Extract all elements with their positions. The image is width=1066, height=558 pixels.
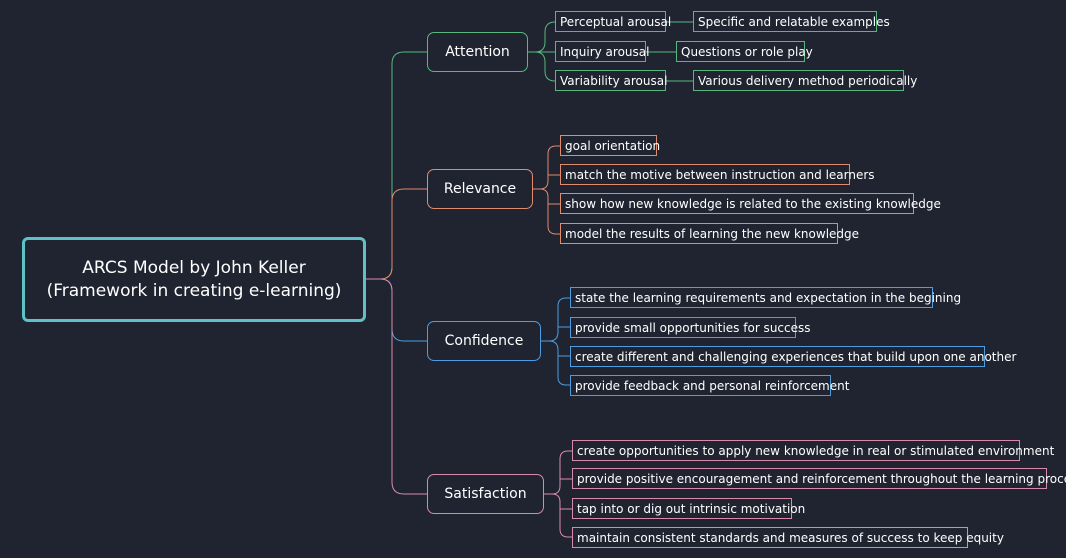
branch-satisfaction-label: Satisfaction (444, 486, 527, 502)
connector-relevance-items (533, 145, 560, 235)
root-topic[interactable]: ARCS Model by John Keller (Framework in … (22, 237, 366, 322)
attention-detail-inquiry[interactable]: Questions or role play (676, 41, 813, 62)
confidence-item[interactable]: provide feedback and personal reinforcem… (570, 375, 849, 396)
attention-item-label: Perceptual arousal (560, 14, 672, 29)
relevance-item[interactable]: goal orientation (560, 135, 661, 156)
connector-root-satisfaction (366, 278, 427, 495)
confidence-item-label: state the learning requirements and expe… (575, 290, 962, 305)
satisfaction-item-label: tap into or dig out intrinsic motivation (577, 501, 806, 516)
attention-detail-perceptual[interactable]: Specific and relatable examples (693, 11, 890, 32)
satisfaction-item-label: maintain consistent standards and measur… (577, 530, 1004, 545)
confidence-item[interactable]: state the learning requirements and expe… (570, 287, 961, 308)
relevance-item[interactable]: match the motive between instruction and… (560, 164, 875, 185)
branch-relevance[interactable]: Relevance (427, 169, 533, 209)
confidence-item[interactable]: provide small opportunities for success (570, 317, 811, 338)
relevance-item-label: goal orientation (565, 138, 661, 153)
connector-confidence-items (541, 297, 570, 386)
confidence-item-label: provide feedback and personal reinforcem… (575, 378, 850, 393)
relevance-item[interactable]: show how new knowledge is related to the… (560, 193, 941, 214)
root-title: ARCS Model by John Keller (82, 257, 306, 278)
attention-detail-variability[interactable]: Various delivery method periodically (693, 70, 917, 91)
relevance-item[interactable]: model the results of learning the new kn… (560, 223, 859, 244)
satisfaction-item[interactable]: maintain consistent standards and measur… (572, 527, 1004, 548)
relevance-item-label: show how new knowledge is related to the… (565, 196, 941, 211)
relevance-item-label: model the results of learning the new kn… (565, 226, 860, 241)
attention-item-inquiry[interactable]: Inquiry arousal (555, 41, 650, 62)
satisfaction-item[interactable]: create opportunities to apply new knowle… (572, 440, 1054, 461)
satisfaction-item-label: provide positive encouragement and reinf… (577, 471, 1066, 486)
connector-attention-perceptual (528, 21, 557, 53)
attention-detail-label: Questions or role play (681, 44, 813, 59)
branch-attention[interactable]: Attention (427, 32, 528, 72)
connector-attention-variability (528, 51, 557, 82)
connector-root-confidence (366, 278, 427, 342)
attention-detail-label: Specific and relatable examples (698, 14, 890, 29)
confidence-item-label: provide small opportunities for success (575, 320, 811, 335)
root-subtitle: (Framework in creating e-learning) (46, 280, 342, 301)
confidence-item-label: create different and challenging experie… (575, 349, 1017, 364)
connector-root-attention (366, 51, 427, 280)
branch-satisfaction[interactable]: Satisfaction (427, 474, 544, 514)
connector-satisfaction-items (544, 450, 572, 538)
satisfaction-item-label: create opportunities to apply new knowle… (577, 443, 1055, 458)
satisfaction-item[interactable]: provide positive encouragement and reinf… (572, 468, 1066, 489)
attention-detail-label: Various delivery method periodically (698, 73, 918, 88)
confidence-item[interactable]: create different and challenging experie… (570, 346, 1016, 367)
attention-item-variability[interactable]: Variability arousal (555, 70, 668, 91)
attention-item-label: Variability arousal (560, 73, 668, 88)
branch-confidence-label: Confidence (444, 333, 524, 349)
branch-attention-label: Attention (445, 44, 510, 60)
attention-item-perceptual[interactable]: Perceptual arousal (555, 11, 671, 32)
relevance-item-label: match the motive between instruction and… (565, 167, 875, 182)
branch-relevance-label: Relevance (443, 181, 517, 197)
attention-item-label: Inquiry arousal (560, 44, 650, 59)
branch-confidence[interactable]: Confidence (427, 321, 541, 361)
connector-root-relevance (366, 188, 427, 280)
satisfaction-item[interactable]: tap into or dig out intrinsic motivation (572, 498, 805, 519)
